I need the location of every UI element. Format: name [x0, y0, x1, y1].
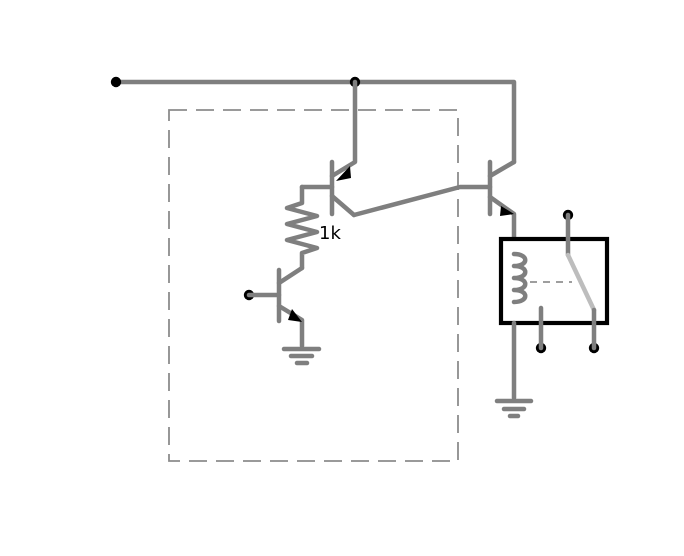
driver-transistor [299, 79, 358, 218]
relay-icon [498, 209, 610, 354]
relay-frame [498, 236, 610, 326]
subcircuit-boundary [168, 109, 459, 462]
supply-rail [113, 79, 517, 165]
arrow-icon [500, 206, 514, 216]
arrow-icon [288, 309, 302, 322]
input-transistor [243, 265, 305, 349]
output-transistor [487, 159, 517, 241]
connection-wire [351, 184, 493, 218]
switch-blade [565, 252, 597, 313]
ground-icon [281, 346, 322, 366]
resistor-label: 1k [319, 223, 341, 244]
terminal-dot-icon [110, 76, 122, 88]
relay-coil [511, 251, 528, 305]
arrow-icon [336, 166, 351, 181]
resistor [284, 184, 320, 271]
ground-icon [494, 398, 534, 419]
